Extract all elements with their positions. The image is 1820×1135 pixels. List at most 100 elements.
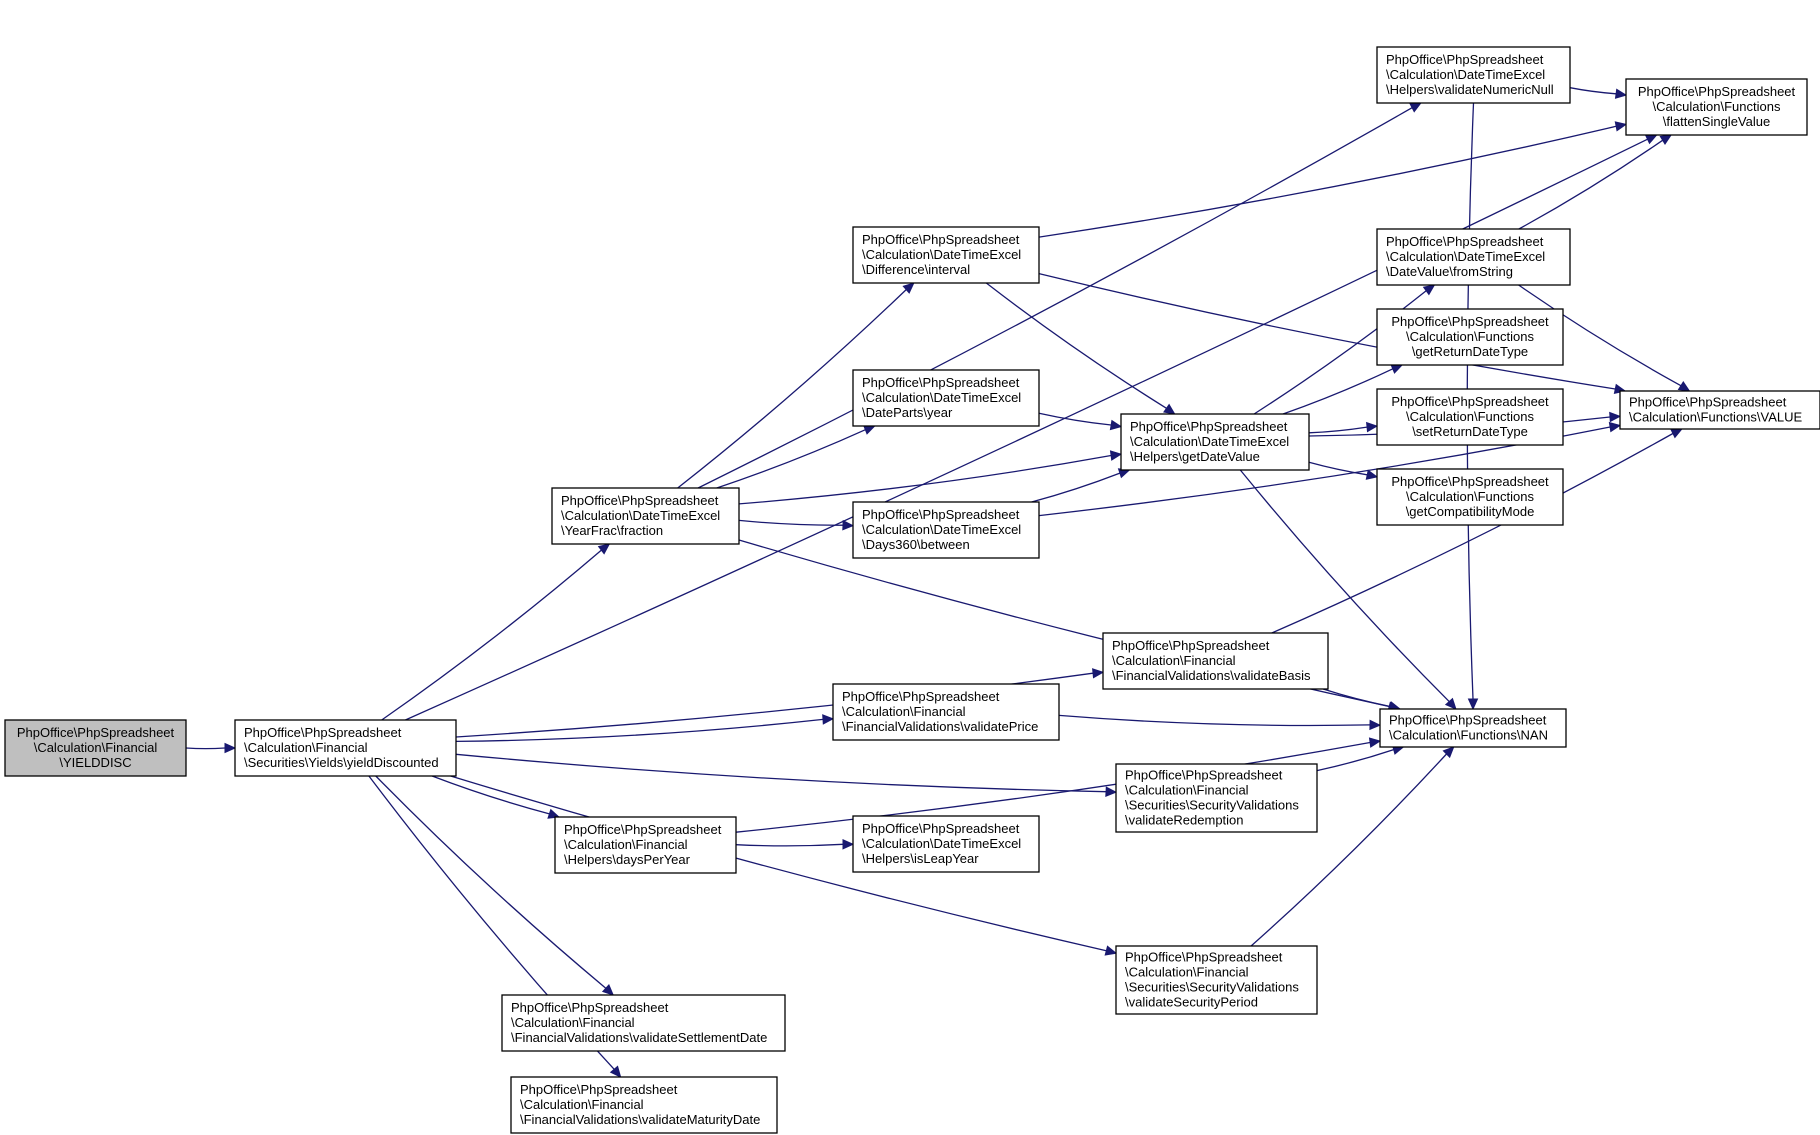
arrowhead-icon (1365, 469, 1379, 480)
edge-line (677, 289, 907, 489)
arrowhead-icon (1109, 450, 1123, 461)
node-days-per-year[interactable]: PhpOffice\PhpSpreadsheet\Calculation\Fin… (554, 816, 737, 874)
node-validate-security-period-label-line: \Calculation\Financial (1125, 965, 1249, 980)
node-yield-discounted-box (234, 719, 457, 777)
node-validate-price-label-line: \Calculation\Financial (842, 704, 966, 719)
edge-line (375, 775, 607, 989)
node-get-return-date-type[interactable]: PhpOffice\PhpSpreadsheet\Calculation\Fun… (1376, 308, 1564, 366)
arrowhead-icon (902, 282, 915, 294)
node-validate-numeric-null-label-line: \Calculation\DateTimeExcel (1386, 67, 1545, 82)
node-validate-settlement-date-label-line: \Calculation\Financial (511, 1015, 635, 1030)
node-functions-value-label-line: PhpOffice\PhpSpreadsheet (1629, 395, 1787, 410)
arrowhead-icon (1670, 428, 1683, 439)
node-yield-discounted-label-line: \Calculation\Financial (244, 740, 368, 755)
edge-days360-between-to-helpers-get-date-value (1031, 468, 1131, 503)
node-yield-discounted[interactable]: PhpOffice\PhpSpreadsheet\Calculation\Fin… (234, 719, 457, 777)
arrowhead-icon (822, 714, 835, 725)
node-dateparts-year-label-line: PhpOffice\PhpSpreadsheet (862, 375, 1020, 390)
arrowhead-icon (597, 543, 611, 555)
edge-yielddisc-to-yield-discounted (185, 742, 237, 754)
arrowhead-icon (1442, 746, 1455, 759)
node-dateparts-year[interactable]: PhpOffice\PhpSpreadsheet\Calculation\Dat… (852, 369, 1040, 427)
node-days360-between-box (852, 501, 1040, 559)
node-validate-price-label-line: PhpOffice\PhpSpreadsheet (842, 689, 1000, 704)
node-helpers-get-date-value[interactable]: PhpOffice\PhpSpreadsheet\Calculation\Dat… (1120, 413, 1310, 471)
node-validate-basis[interactable]: PhpOffice\PhpSpreadsheet\Calculation\Fin… (1102, 632, 1329, 690)
node-validate-settlement-date[interactable]: PhpOffice\PhpSpreadsheet\Calculation\Fin… (501, 994, 786, 1052)
node-flatten-single-value[interactable]: PhpOffice\PhpSpreadsheet\Calculation\Fun… (1625, 78, 1808, 136)
edge-line (1239, 469, 1450, 703)
node-yield-discounted-label-line: PhpOffice\PhpSpreadsheet (244, 725, 402, 740)
node-functions-nan[interactable]: PhpOffice\PhpSpreadsheet\Calculation\Fun… (1379, 708, 1567, 748)
node-days360-between[interactable]: PhpOffice\PhpSpreadsheet\Calculation\Dat… (852, 501, 1040, 559)
node-set-return-date-type-label-line: PhpOffice\PhpSpreadsheet (1391, 394, 1549, 409)
node-datevalue-from-string-label-line: \Calculation\DateTimeExcel (1386, 249, 1545, 264)
node-yielddisc-label-line: \YIELDDISC (59, 755, 131, 770)
node-validate-security-period-label-line: \Securities\SecurityValidations (1125, 980, 1299, 995)
edge-line (738, 519, 844, 526)
node-datevalue-from-string[interactable]: PhpOffice\PhpSpreadsheet\Calculation\Dat… (1376, 228, 1571, 286)
edge-yearfrac-fraction-to-helpers-get-date-value (738, 450, 1123, 505)
edge-line (716, 429, 866, 489)
node-validate-settlement-date-box (501, 994, 786, 1052)
node-is-leap-year[interactable]: PhpOffice\PhpSpreadsheet\Calculation\Dat… (852, 815, 1040, 873)
node-functions-value[interactable]: PhpOffice\PhpSpreadsheet\Calculation\Fun… (1619, 390, 1820, 430)
node-difference-interval[interactable]: PhpOffice\PhpSpreadsheet\Calculation\Dat… (852, 226, 1040, 284)
edge-line (381, 549, 602, 721)
node-set-return-date-type[interactable]: PhpOffice\PhpSpreadsheet\Calculation\Fun… (1376, 388, 1564, 446)
node-flatten-single-value-label-line: PhpOffice\PhpSpreadsheet (1638, 84, 1796, 99)
node-helpers-get-date-value-label-line: PhpOffice\PhpSpreadsheet (1130, 419, 1288, 434)
edge-line (450, 775, 1107, 952)
node-functions-value-box (1619, 390, 1820, 430)
node-validate-redemption-label-line: \validateRedemption (1125, 813, 1244, 828)
edge-validate-numeric-null-to-flatten-single-value (1569, 87, 1628, 99)
node-validate-security-period[interactable]: PhpOffice\PhpSpreadsheet\Calculation\Fin… (1115, 945, 1318, 1015)
edge-line (1250, 753, 1447, 947)
node-days-per-year-box (554, 816, 737, 874)
arrowhead-icon (1092, 668, 1105, 679)
edge-line (1058, 714, 1371, 727)
arrowhead-icon (1366, 421, 1379, 433)
node-validate-redemption-label-line: \Securities\SecurityValidations (1125, 798, 1299, 813)
node-validate-numeric-null[interactable]: PhpOffice\PhpSpreadsheet\Calculation\Dat… (1376, 46, 1571, 104)
node-dateparts-year-box (852, 369, 1040, 427)
edge-yield-discounted-to-days-per-year (431, 775, 561, 819)
arrowhead-icon (1390, 364, 1404, 374)
node-datevalue-from-string-box (1376, 228, 1571, 286)
edge-yearfrac-fraction-to-days360-between (738, 519, 855, 531)
arrowhead-icon (547, 808, 561, 819)
node-helpers-get-date-value-label-line: \Calculation\DateTimeExcel (1130, 434, 1289, 449)
node-validate-price-label-line: \FinancialValidations\validatePrice (842, 719, 1038, 734)
arrowhead-icon (1104, 945, 1118, 956)
node-days-per-year-label-line: \Calculation\Financial (564, 837, 688, 852)
edge-line (455, 753, 1107, 793)
arrowhead-icon (224, 742, 237, 754)
node-validate-maturity-date[interactable]: PhpOffice\PhpSpreadsheet\Calculation\Fin… (510, 1076, 778, 1134)
node-get-compatibility-mode[interactable]: PhpOffice\PhpSpreadsheet\Calculation\Fun… (1376, 468, 1564, 526)
edge-line (985, 282, 1167, 409)
node-validate-settlement-date-label-line: PhpOffice\PhpSpreadsheet (511, 1000, 669, 1015)
node-validate-redemption-label-line: \Calculation\Financial (1125, 783, 1249, 798)
node-functions-nan-box (1379, 708, 1567, 748)
arrowhead-icon (1659, 134, 1673, 146)
node-yielddisc[interactable]: PhpOffice\PhpSpreadsheet\Calculation\Fin… (4, 719, 187, 777)
node-yearfrac-fraction[interactable]: PhpOffice\PhpSpreadsheet\Calculation\Dat… (551, 487, 740, 545)
node-yielddisc-label-line: \Calculation\Financial (34, 740, 158, 755)
node-validate-maturity-date-label-line: \Calculation\Financial (520, 1097, 644, 1112)
arrowhead-icon (842, 519, 855, 531)
edge-line (1518, 139, 1663, 230)
node-validate-security-period-label-line: PhpOffice\PhpSpreadsheet (1125, 950, 1283, 965)
edge-yield-discounted-to-yearfrac-fraction (381, 543, 611, 721)
node-validate-basis-label-line: PhpOffice\PhpSpreadsheet (1112, 638, 1270, 653)
edge-line (1308, 426, 1368, 434)
node-yield-discounted-label-line: \Securities\Yields\yieldDiscounted (244, 755, 439, 770)
node-validate-price[interactable]: PhpOffice\PhpSpreadsheet\Calculation\Fin… (832, 683, 1060, 741)
edge-dateparts-year-to-helpers-get-date-value (1038, 412, 1123, 431)
arrowhead-icon (1409, 102, 1422, 113)
node-helpers-get-date-value-box (1120, 413, 1310, 471)
edge-line (1308, 461, 1368, 476)
node-validate-redemption[interactable]: PhpOffice\PhpSpreadsheet\Calculation\Fin… (1115, 763, 1318, 833)
node-validate-maturity-date-label-line: PhpOffice\PhpSpreadsheet (520, 1082, 678, 1097)
arrowhead-icon (862, 424, 876, 435)
node-yearfrac-fraction-label-line: \YearFrac\fraction (561, 523, 663, 538)
